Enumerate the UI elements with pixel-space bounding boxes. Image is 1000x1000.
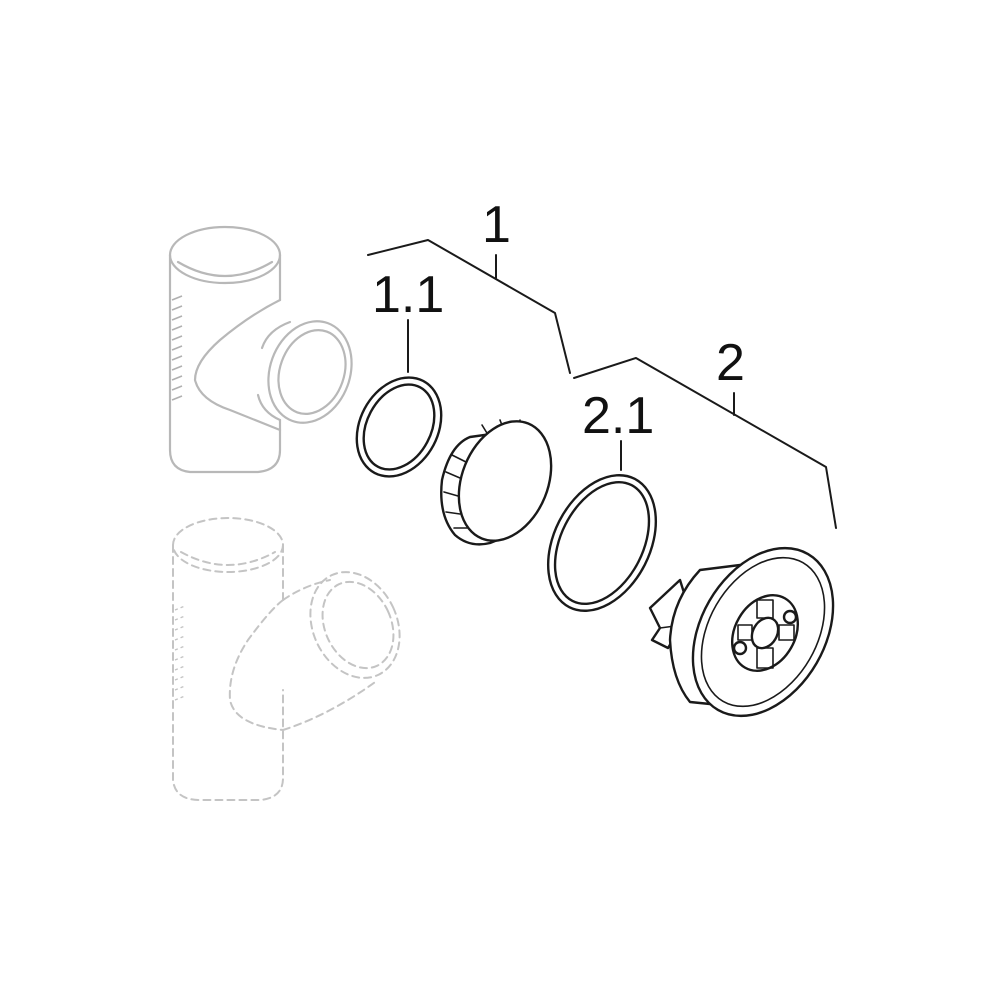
cover-rosette-2 xyxy=(648,546,835,718)
wye-fitting-reference xyxy=(172,517,401,801)
leader-item-1 xyxy=(367,239,571,374)
leader-lines xyxy=(367,239,837,529)
o-ring-1-1 xyxy=(355,376,443,478)
tee-fitting-reference xyxy=(168,225,353,474)
callout-1: 1 xyxy=(482,196,511,254)
cleaning-cap-1 xyxy=(440,419,553,546)
callout-2: 2 xyxy=(716,334,745,392)
callout-2-1: 2.1 xyxy=(582,387,654,445)
wye-thread-marks xyxy=(174,605,186,701)
callout-1-1: 1.1 xyxy=(372,266,444,324)
o-ring-2-1 xyxy=(546,474,658,612)
leader-item-2 xyxy=(573,357,837,529)
tee-thread-marks xyxy=(171,295,183,401)
